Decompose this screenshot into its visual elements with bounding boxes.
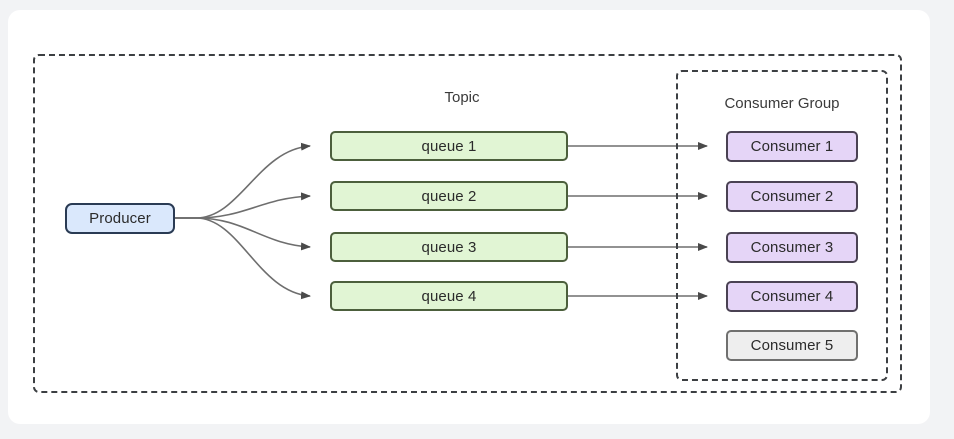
- topic-label: Topic: [444, 89, 480, 106]
- producer-fanout-edges: [175, 142, 311, 300]
- edge-producer-to-queue-4: [175, 217, 311, 300]
- node-producer-label: Producer: [89, 210, 151, 227]
- node-queue-3-label: queue 3: [421, 238, 477, 256]
- system-boundary: [33, 54, 902, 393]
- node-producer[interactable]: Producer: [65, 203, 175, 234]
- node-consumer-4[interactable]: Consumer 4: [726, 281, 858, 312]
- node-queue-3[interactable]: queue 3: [330, 232, 568, 262]
- node-queue-1-label: queue 1: [421, 137, 477, 155]
- node-queue-4-label: queue 4: [421, 287, 477, 305]
- node-consumer-3[interactable]: Consumer 3: [726, 232, 858, 263]
- node-consumer-1-label: Consumer 1: [750, 138, 834, 155]
- node-consumer-2-label: Consumer 2: [750, 188, 834, 205]
- node-queue-2[interactable]: queue 2: [330, 181, 568, 211]
- queue-to-consumer-edges: [568, 142, 708, 300]
- consumer-group-label: Consumer Group: [724, 95, 840, 112]
- node-consumer-4-label: Consumer 4: [750, 288, 834, 305]
- consumer-group-boundary: [676, 70, 888, 381]
- node-consumer-5[interactable]: Consumer 5: [726, 330, 858, 361]
- node-queue-2-label: queue 2: [421, 187, 477, 205]
- node-queue-1[interactable]: queue 1: [330, 131, 568, 161]
- node-consumer-1[interactable]: Consumer 1: [726, 131, 858, 162]
- node-consumer-3-label: Consumer 3: [750, 239, 834, 256]
- node-consumer-2[interactable]: Consumer 2: [726, 181, 858, 212]
- node-consumer-5-label: Consumer 5: [750, 337, 834, 354]
- node-queue-4[interactable]: queue 4: [330, 281, 568, 311]
